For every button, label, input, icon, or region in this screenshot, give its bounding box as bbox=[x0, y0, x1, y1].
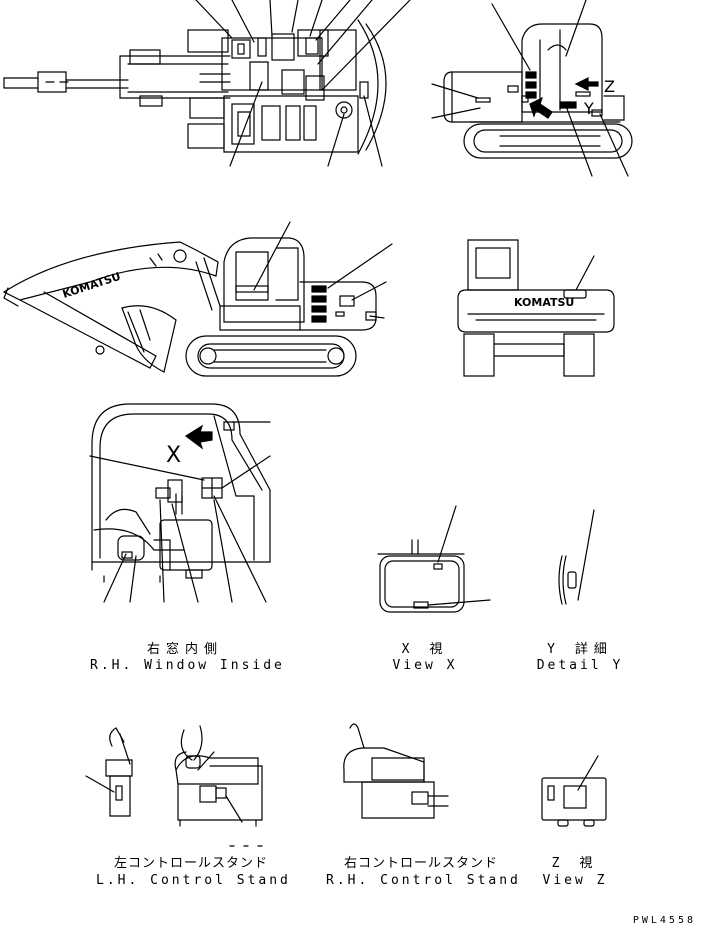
marker-z: Z bbox=[604, 77, 615, 96]
rear-angle-view-excavator: Y Z bbox=[431, 0, 633, 177]
komatsu-logo-side: KOMATSU bbox=[61, 270, 122, 301]
top-view-excavator bbox=[3, 0, 411, 167]
caption-detail-y-jp: Y 詳細 bbox=[547, 642, 613, 657]
caption-view-z-en: View Z bbox=[542, 873, 608, 888]
marker-x: X bbox=[166, 443, 181, 468]
rh-control-stand bbox=[343, 723, 449, 819]
marker-y-rear: Y bbox=[583, 99, 594, 118]
view-z-panel bbox=[541, 755, 607, 827]
caption-detail-y-en: Detail Y bbox=[536, 658, 624, 673]
caption-rh-window-inside-jp: 右窓内側 bbox=[146, 642, 223, 657]
caption-view-x-en: View X bbox=[392, 658, 458, 673]
komatsu-logo-rear: KOMATSU bbox=[514, 296, 574, 309]
drawing-code: PWL4558 bbox=[632, 915, 696, 926]
caption-rh-window-inside-en: R.H. Window Inside bbox=[90, 658, 285, 673]
lh-control-stand bbox=[85, 725, 263, 847]
detail-y bbox=[558, 509, 595, 605]
caption-lh-control-stand-en: L.H. Control Stand bbox=[96, 873, 291, 888]
caption-view-x-jp: X 視 bbox=[401, 642, 449, 657]
rear-view-excavator: KOMATSU bbox=[457, 239, 615, 377]
caption-lh-control-stand-jp: 左コントロールスタンド bbox=[113, 856, 268, 871]
caption-rh-control-stand-jp: 右コントロールスタンド bbox=[343, 856, 498, 871]
view-x-window bbox=[377, 505, 491, 613]
side-view-excavator: KOMATSU bbox=[2, 221, 393, 377]
caption-view-z-jp: Z 視 bbox=[551, 856, 599, 871]
rh-window-inside-view: X bbox=[89, 403, 271, 603]
caption-rh-control-stand-en: R.H. Control Stand bbox=[326, 873, 521, 888]
